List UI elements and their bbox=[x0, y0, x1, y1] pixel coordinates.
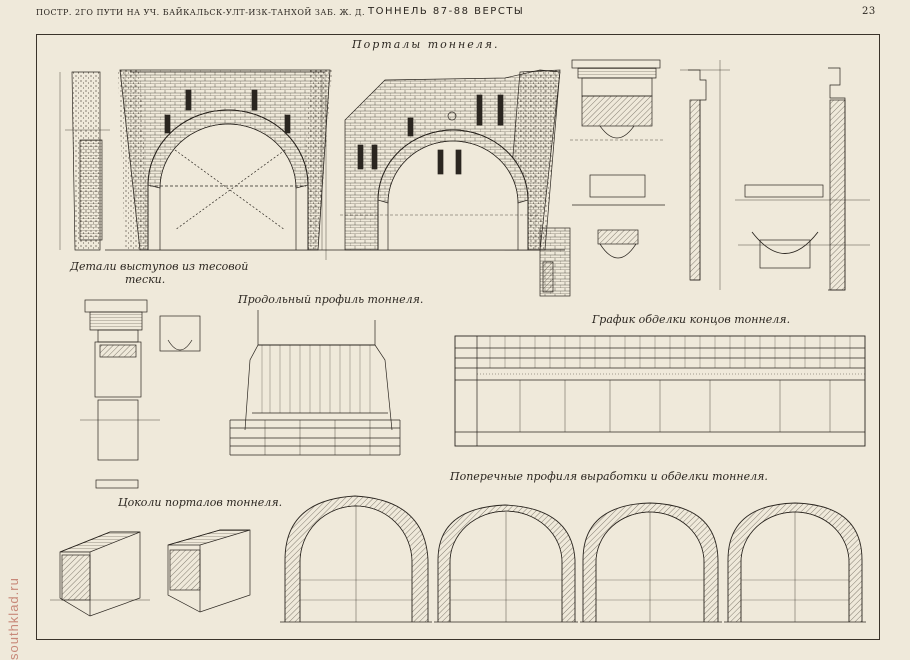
caption-details: Детали выступов из тесовой bbox=[70, 260, 249, 273]
cross-section-2 bbox=[434, 504, 578, 623]
portal-plinth-right bbox=[167, 529, 251, 613]
cornice-profile-middle bbox=[680, 60, 730, 290]
lining-graph-table bbox=[454, 335, 866, 447]
portal-plinth-left bbox=[50, 531, 150, 617]
caption-details-2: тески. bbox=[125, 273, 166, 286]
cornice-detail-front bbox=[570, 59, 665, 259]
page-number: 23 bbox=[862, 6, 876, 17]
cross-section-4 bbox=[724, 502, 866, 623]
cornice-profile-right bbox=[735, 67, 870, 291]
caption-plinths: Цоколи порталов тоннеля. bbox=[118, 496, 283, 509]
header-left-title: ПОСТР. 2ГО ПУТИ НА УЧ. БАЙКАЛЬСК-УЛТ-ИЗК… bbox=[36, 8, 366, 17]
portal-foot-detail bbox=[539, 227, 571, 297]
caption-longitudinal-profile: Продольный профиль тоннеля. bbox=[238, 293, 424, 306]
caption-cross-sections: Поперечные профиля выработки и обделки т… bbox=[450, 470, 768, 483]
header-center-title: ТОННЕЛЬ 87-88 ВЕРСТЫ bbox=[368, 6, 525, 17]
column-detail-left bbox=[80, 299, 201, 489]
drawing-frame bbox=[36, 34, 880, 640]
cross-section-3 bbox=[580, 502, 722, 623]
portal-side-section-left bbox=[59, 71, 110, 251]
cross-section-1 bbox=[280, 495, 432, 623]
caption-lining-graph: График обделки концов тоннеля. bbox=[592, 313, 791, 326]
portal-elevation-right bbox=[330, 69, 565, 251]
portal-elevation-left bbox=[105, 69, 332, 260]
longitudinal-profile bbox=[229, 310, 401, 456]
caption-portals: Порталы тоннеля. bbox=[352, 38, 500, 51]
